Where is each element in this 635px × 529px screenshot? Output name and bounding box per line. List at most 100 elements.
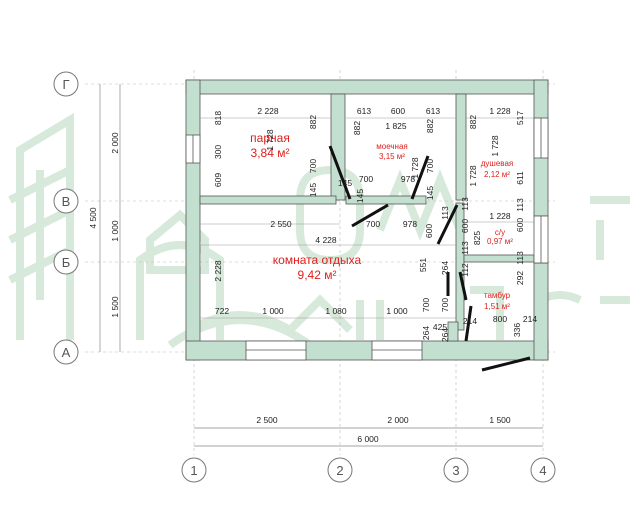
dim-label: 145 [425, 186, 435, 200]
dim-left-1: 2 000 [110, 132, 120, 154]
room-area-su: 0,97 м² [487, 237, 513, 246]
svg-text:А: А [62, 345, 71, 360]
room-area-parnaya: 3,84 м² [251, 146, 290, 160]
dim-label: 2 550 [270, 219, 292, 229]
dim-label: 264 [421, 326, 431, 340]
svg-text:4: 4 [539, 463, 546, 478]
dim-label: 517 [515, 111, 525, 125]
dim-label: 145 [355, 189, 365, 203]
room-name-tambur: тамбур [484, 291, 511, 300]
dim-label: 978 [401, 174, 415, 184]
dim-bottom-3: 1 500 [489, 415, 511, 425]
dim-label: 825 [472, 231, 482, 245]
dim-label: 609 [213, 173, 223, 187]
dim-label: 2 228 [213, 260, 223, 282]
dim-label: 700 [421, 298, 431, 312]
dim-label: 4 228 [315, 235, 337, 245]
svg-text:Б: Б [62, 255, 71, 270]
dim-label: 145 [308, 183, 318, 197]
axis-bubble-3: 3 [443, 457, 469, 483]
inner-dimensions: 2 228 818 882 1 728 300 609 700 145 613 … [213, 106, 537, 342]
room-area-tambur: 1,51 м² [484, 302, 510, 311]
dim-label: 1 000 [262, 306, 284, 316]
dim-bottom-1: 2 500 [256, 415, 278, 425]
dim-label: 613 [357, 106, 371, 116]
dim-label: 800 [493, 314, 507, 324]
dim-label: 1 228 [489, 211, 511, 221]
dim-label: 613 [426, 106, 440, 116]
svg-text:В: В [62, 194, 71, 209]
dim-bottom-2: 2 000 [387, 415, 409, 425]
dim-label: 882 [308, 115, 318, 129]
dim-bottom-total: 6 000 [357, 434, 379, 444]
room-name-komnata: комната отдыха [273, 253, 362, 267]
dim-label: 1 000 [386, 306, 408, 316]
room-name-dushevaya: душевая [481, 159, 513, 168]
dim-label: 113 [460, 241, 470, 255]
dim-label: 722 [215, 306, 229, 316]
dim-label: 1 825 [385, 121, 407, 131]
axis-bubble-2: 2 [327, 457, 353, 483]
dim-label: 600 [515, 218, 525, 232]
dim-label: 700 [425, 159, 435, 173]
dim-label: 882 [468, 115, 478, 129]
dim-left-3: 1 500 [110, 296, 120, 318]
dim-label: 113 [515, 198, 525, 212]
dim-label: 1 080 [325, 306, 347, 316]
room-area-moechnaya: 3,15 м² [379, 152, 405, 161]
dim-label: 600 [460, 219, 470, 233]
svg-text:Г: Г [62, 77, 69, 92]
dim-label: 1 728 [490, 135, 500, 157]
dim-label: 300 [213, 145, 223, 159]
inner-dimension-lines [200, 117, 534, 319]
axis-bubble-4: 4 [530, 457, 556, 483]
svg-text:1: 1 [190, 463, 197, 478]
axis-bubble-Б: Б [53, 249, 79, 275]
room-name-moechnaya: моечная [376, 142, 408, 151]
dim-label: 882 [352, 121, 362, 135]
dim-label: 264 [440, 328, 450, 342]
dim-label: 700 [440, 298, 450, 312]
room-name-parnaya: парная [250, 131, 290, 145]
dimension-lines [99, 84, 543, 447]
dim-label: 700 [366, 219, 380, 229]
doors [328, 145, 531, 372]
axis-bubble-1: 1 [181, 457, 207, 483]
dim-label: 113 [440, 206, 450, 220]
axis-bubble-В: В [53, 188, 79, 214]
room-area-dushevaya: 2,12 м² [484, 170, 510, 179]
dim-left-total: 4 500 [88, 207, 98, 229]
dim-label: 425 [433, 322, 447, 332]
dim-label: 818 [213, 111, 223, 125]
axis-bubble-Г: Г [53, 71, 79, 97]
dim-left-2: 1 000 [110, 220, 120, 242]
axis-bubble-А: А [53, 339, 79, 365]
svg-text:2: 2 [336, 463, 343, 478]
dim-label: 292 [515, 271, 525, 285]
dim-label: 978 [403, 219, 417, 229]
dim-label: 1 228 [489, 106, 511, 116]
windows [185, 117, 549, 361]
dim-label: 336 [512, 323, 522, 337]
dim-label: 145 [338, 178, 352, 188]
dim-label: 1 728 [265, 129, 275, 151]
dim-label: 1 728 [410, 157, 420, 179]
dim-label: 214 [463, 316, 477, 326]
dim-label: 113 [460, 197, 470, 211]
dim-label: 600 [391, 106, 405, 116]
dim-label: 551 [418, 258, 428, 272]
room-name-su: с/у [495, 228, 505, 237]
dim-label: 112 [460, 263, 470, 277]
dim-label: 882 [425, 119, 435, 133]
dim-label: 600 [424, 224, 434, 238]
dim-label: 214 [523, 314, 537, 324]
svg-text:3: 3 [452, 463, 459, 478]
dim-label: 1 728 [468, 165, 478, 187]
dim-label: 700 [359, 174, 373, 184]
dim-label: 2 228 [257, 106, 279, 116]
dim-label: 700 [308, 159, 318, 173]
dim-label: 611 [515, 171, 525, 185]
dim-label: 264 [440, 261, 450, 275]
room-area-komnata: 9,42 м² [298, 268, 337, 282]
